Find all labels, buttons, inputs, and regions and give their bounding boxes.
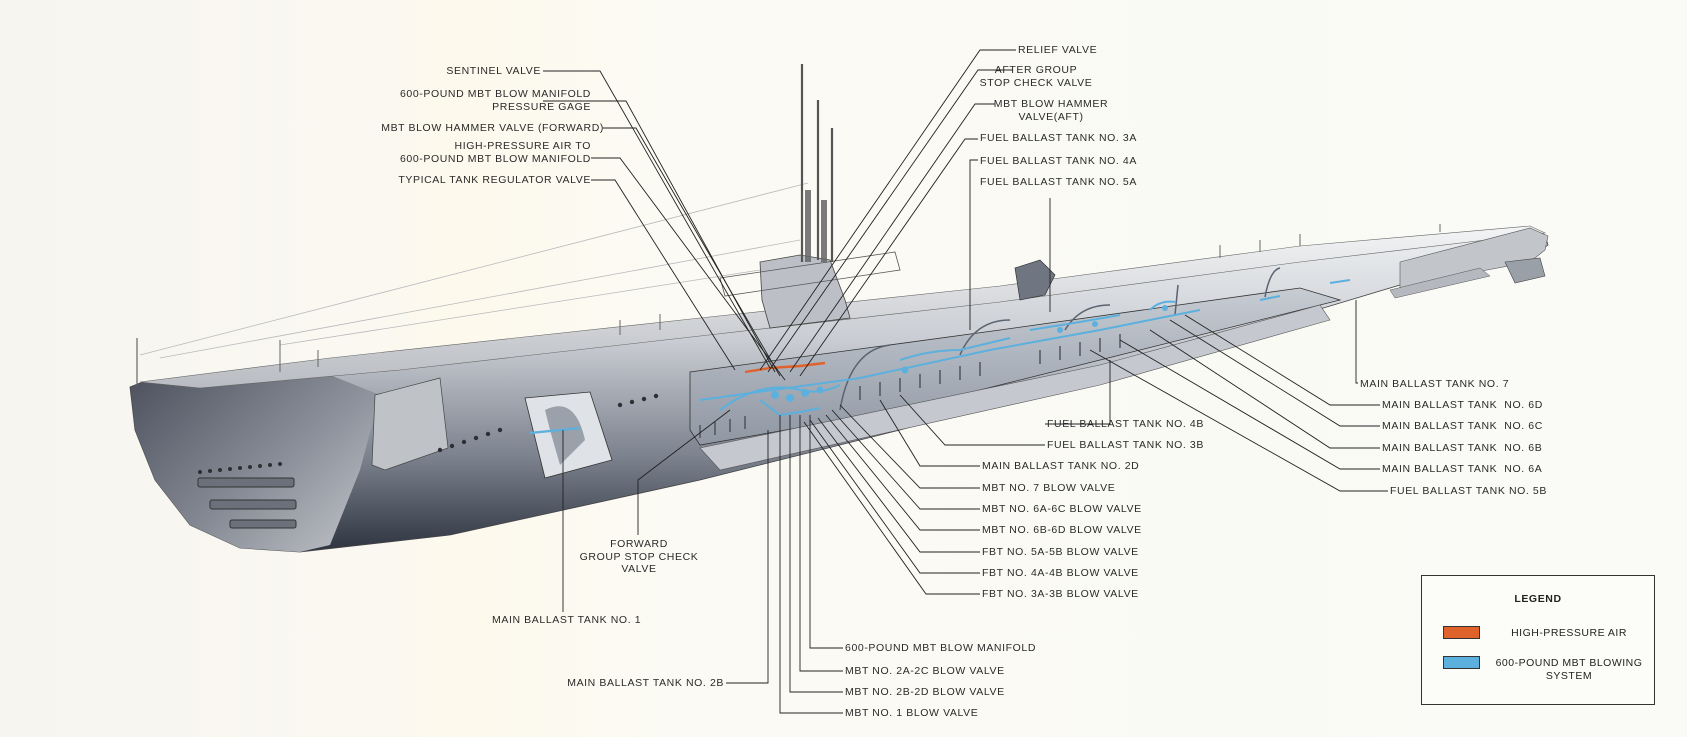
label-fuel-ballast-tank-5a: FUEL BALLAST TANK NO. 5A — [980, 176, 1137, 188]
leader-line — [1089, 349, 1388, 492]
leader-line — [1119, 339, 1380, 470]
leader-line — [969, 159, 978, 330]
label-fuel-ballast-tank-4b: FUEL BALLAST TANK NO. 4B — [1047, 418, 1204, 430]
leader-line — [779, 415, 843, 714]
leader-line — [726, 430, 769, 684]
leader-line — [1045, 360, 1111, 425]
label-blow-hammer-valve-aft: MBT BLOW HAMMER VALVE(AFT) — [993, 98, 1109, 123]
label-typical-tank-regulator-valve: TYPICAL TANK REGULATOR VALVE — [398, 174, 591, 186]
label-fbt-5a-5b-blow-valve: FBT NO. 5A-5B BLOW VALVE — [982, 546, 1139, 558]
leader-line — [759, 49, 1016, 371]
legend-label-mbt-blowing-system: 600-POUND MBT BLOWING SYSTEM — [1495, 657, 1643, 682]
leader-line — [789, 103, 995, 373]
label-main-ballast-tank-2b: MAIN BALLAST TANK NO. 2B — [567, 677, 724, 689]
leader-line — [809, 415, 843, 649]
label-mbt-7-blow-valve: MBT NO. 7 BLOW VALVE — [982, 482, 1116, 494]
leader-line — [825, 414, 980, 531]
high-pressure-air-piping — [744, 361, 826, 374]
leader-line — [637, 409, 731, 535]
label-blow-hammer-valve-forward: MBT BLOW HAMMER VALVE (FORWARD) — [381, 122, 604, 134]
label-fbt-3a-3b-blow-valve: FBT NO. 3A-3B BLOW VALVE — [982, 588, 1139, 600]
legend-label-high-pressure-air: HIGH-PRESSURE AIR — [1511, 627, 1627, 639]
leader-line — [817, 417, 980, 553]
leader-line — [603, 127, 781, 377]
leader-line — [799, 138, 978, 377]
legend-title: LEGEND — [1514, 593, 1562, 605]
label-blow-manifold-pressure-gage: 600-POUND MBT BLOW MANIFOLD PRESSURE GAG… — [399, 88, 591, 113]
label-mbt-1-blow-valve: MBT NO. 1 BLOW VALVE — [845, 707, 979, 719]
leader-line — [799, 415, 843, 672]
label-mbt-2b-2d-blow-valve: MBT NO. 2B-2D BLOW VALVE — [845, 686, 1005, 698]
legend-swatch-mbt-blowing-system — [1443, 656, 1480, 669]
leader-line — [1169, 319, 1380, 427]
leader-line — [767, 69, 1013, 373]
leader-line — [809, 419, 980, 574]
leader-line — [879, 399, 980, 467]
label-main-ballast-tank-6d: MAIN BALLAST TANK NO. 6D — [1382, 399, 1543, 411]
label-mbt-6a-6c-blow-valve: MBT NO. 6A-6C BLOW VALVE — [982, 503, 1142, 515]
label-sentinel-valve: SENTINEL VALVE — [446, 65, 541, 77]
label-relief-valve: RELIEF VALVE — [1018, 44, 1098, 56]
label-mbt-2a-2c-blow-valve: MBT NO. 2A-2C BLOW VALVE — [845, 665, 1005, 677]
leader-line — [543, 70, 771, 369]
leader-line — [1149, 329, 1380, 449]
label-fuel-ballast-tank-3a: FUEL BALLAST TANK NO. 3A — [980, 132, 1137, 144]
leader-line — [803, 421, 980, 595]
mbt-blowing-piping — [699, 279, 1351, 417]
leader-line — [899, 394, 1045, 446]
leader-line — [1184, 314, 1380, 406]
leader-line — [1355, 300, 1358, 384]
legend-swatch-high-pressure-air — [1443, 626, 1480, 639]
label-after-group-stop-check-valve: AFTER GROUP STOP CHECK VALVE — [979, 64, 1093, 89]
label-main-ballast-tank-1: MAIN BALLAST TANK NO. 1 — [492, 614, 642, 626]
hull — [129, 64, 1549, 553]
label-fbt-4a-4b-blow-valve: FBT NO. 4A-4B BLOW VALVE — [982, 567, 1139, 579]
leader-line — [591, 157, 786, 381]
label-fuel-ballast-tank-3b: FUEL BALLAST TANK NO. 3B — [1047, 439, 1204, 451]
label-main-ballast-tank-6a: MAIN BALLAST TANK NO. 6A — [1382, 463, 1543, 475]
leader-line — [831, 409, 980, 510]
leader-lines — [543, 49, 1388, 714]
label-blow-manifold: 600-POUND MBT BLOW MANIFOLD — [845, 642, 1037, 654]
label-main-ballast-tank-2d: MAIN BALLAST TANK NO. 2D — [982, 460, 1140, 472]
label-fuel-ballast-tank-4a: FUEL BALLAST TANK NO. 4A — [980, 155, 1137, 167]
legend: LEGEND HIGH-PRESSURE AIR 600-POUND MBT B… — [1421, 575, 1655, 705]
label-fuel-ballast-tank-5b: FUEL BALLAST TANK NO. 5B — [1390, 485, 1547, 497]
label-mbt-6b-6d-blow-valve: MBT NO. 6B-6D BLOW VALVE — [982, 524, 1142, 536]
label-main-ballast-tank-6c: MAIN BALLAST TANK NO. 6C — [1382, 420, 1543, 432]
label-hp-air-to-manifold: HIGH-PRESSURE AIR TO 600-POUND MBT BLOW … — [399, 140, 591, 165]
leader-line — [591, 179, 736, 371]
label-forward-group-stop-check-valve: FORWARD GROUP STOP CHECK VALVE — [579, 538, 699, 575]
label-main-ballast-tank-6b: MAIN BALLAST TANK NO. 6B — [1382, 442, 1543, 454]
label-main-ballast-tank-7: MAIN BALLAST TANK NO. 7 — [1360, 378, 1510, 390]
leader-line — [789, 415, 843, 693]
leader-line — [839, 404, 980, 489]
